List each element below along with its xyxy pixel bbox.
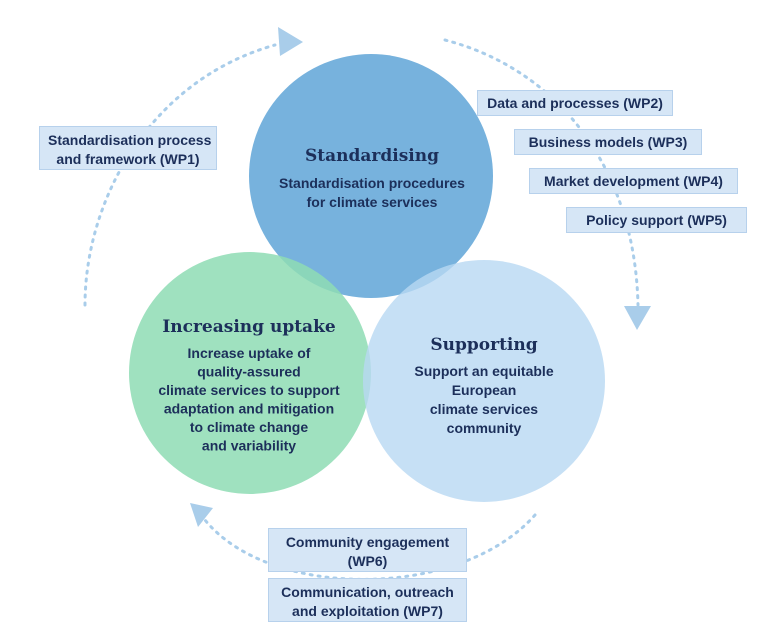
- wp5-label: Policy support (WP5): [566, 207, 747, 233]
- wp3-label-text: Business models (WP3): [528, 134, 688, 150]
- wp7-label-text: and exploitation (WP7): [292, 603, 443, 619]
- wp1-label-text: Standardisation process: [48, 132, 212, 148]
- wp1-label: Standardisation process and framework (WP…: [39, 126, 217, 170]
- supporting-line: climate services: [430, 401, 538, 417]
- wp6-label-text: (WP6): [347, 553, 388, 569]
- wp5-label-text: Policy support (WP5): [586, 212, 727, 228]
- wp2-label: Data and processes (WP2): [477, 90, 673, 116]
- standardising-line: for climate services: [307, 194, 438, 210]
- wp3-label: Business models (WP3): [514, 129, 702, 155]
- standardising-line: Standardisation procedures: [279, 175, 465, 191]
- wp7-label-text: Communication, outreach: [281, 584, 454, 600]
- standardising-title: Standardising: [305, 146, 439, 166]
- arrowhead-right: [624, 306, 651, 330]
- increasing-uptake-line: and variability: [202, 438, 296, 454]
- arrowhead-top: [278, 27, 303, 56]
- increasing-uptake-line: adaptation and mitigation: [164, 401, 334, 417]
- supporting-line: community: [447, 420, 522, 436]
- arrowhead-bottom-left: [190, 503, 213, 527]
- wp6-label: Community engagement (WP6): [268, 528, 467, 572]
- increasing-uptake-title: Increasing uptake: [162, 317, 336, 337]
- circle-increasing-uptake: [129, 252, 371, 494]
- increasing-uptake-line: Increase uptake of: [188, 345, 311, 361]
- increasing-uptake-line: to climate change: [190, 419, 308, 435]
- supporting-title: Supporting: [430, 335, 537, 355]
- cycle-arrow-top-left: [83, 43, 277, 307]
- wp4-label-text: Market development (WP4): [544, 173, 723, 189]
- circle-supporting: [363, 260, 605, 502]
- wp7-label: Communication, outreach and exploitation …: [268, 578, 467, 622]
- wp1-label-text: and framework (WP1): [56, 151, 200, 167]
- increasing-uptake-line: climate services to support: [158, 382, 340, 398]
- wp4-label: Market development (WP4): [529, 168, 738, 194]
- wp6-label-text: Community engagement: [285, 534, 450, 550]
- increasing-uptake-line: quality-assured: [197, 364, 300, 380]
- supporting-line: Support an equitable: [414, 363, 553, 379]
- circle-standardising: [249, 54, 493, 298]
- wp2-label-text: Data and processes (WP2): [487, 95, 663, 111]
- supporting-line: European: [452, 382, 517, 398]
